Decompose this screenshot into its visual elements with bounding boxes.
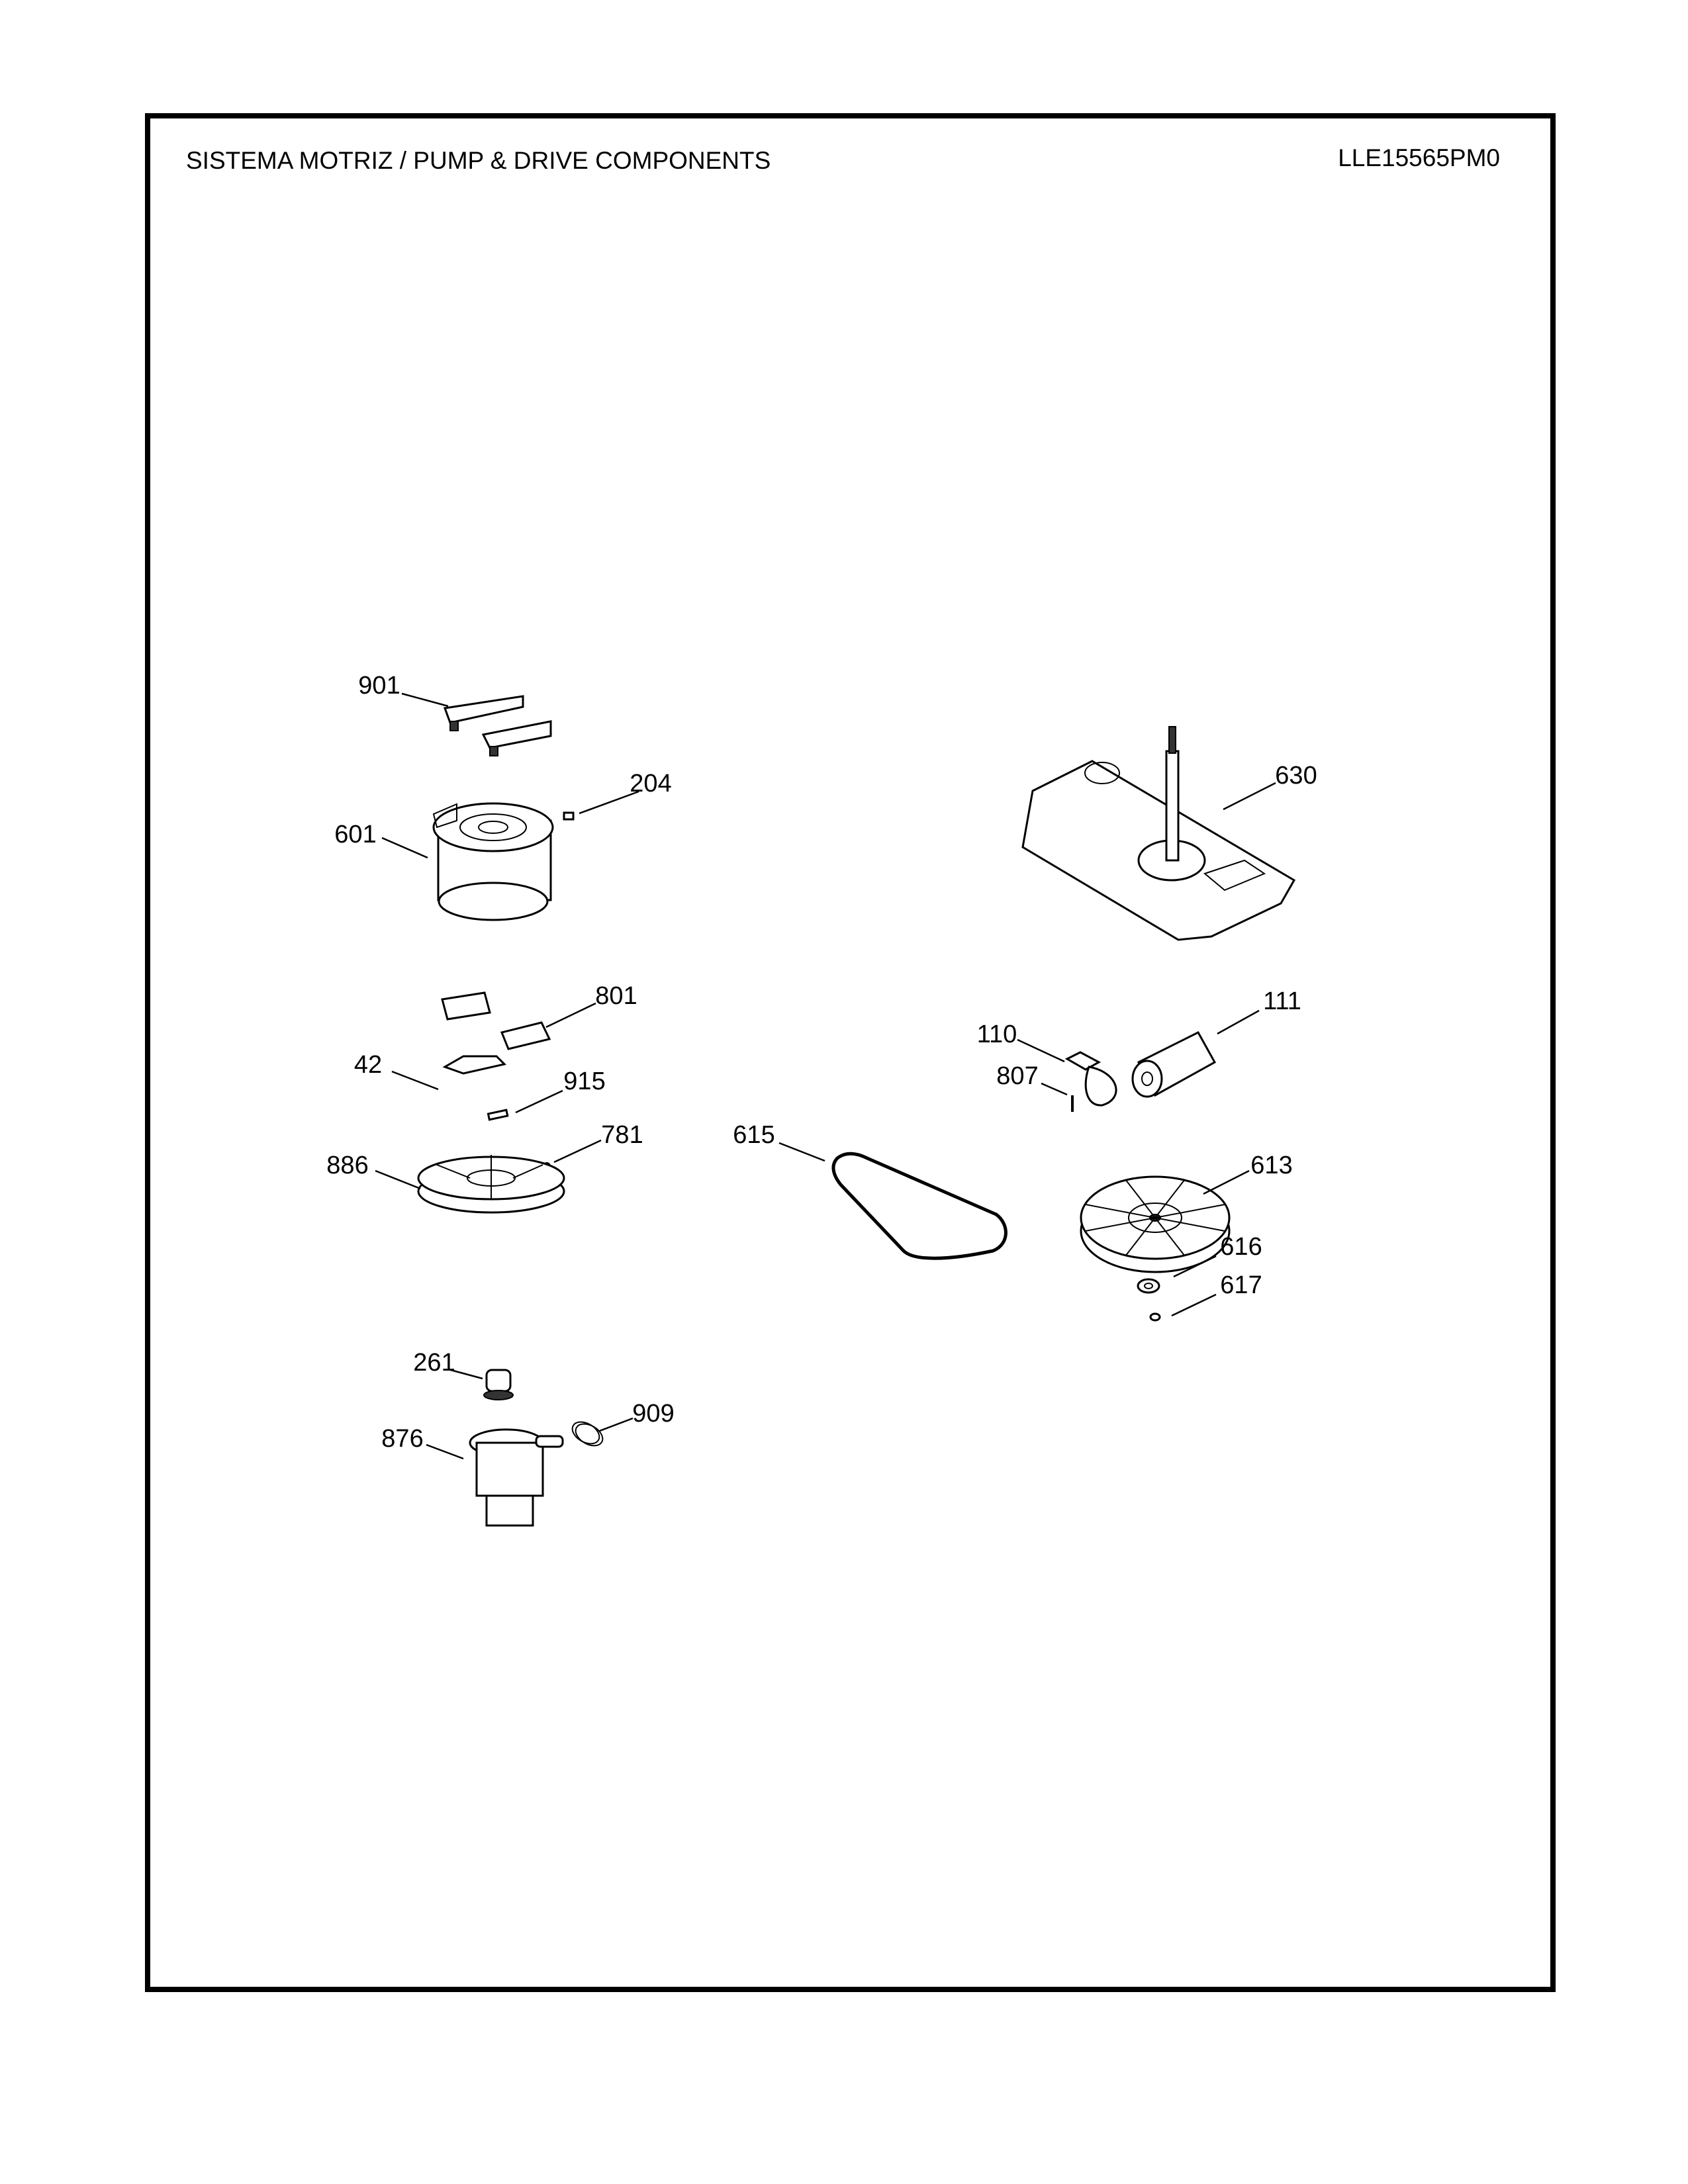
callout-876: 876 — [381, 1425, 423, 1453]
diagram-frame — [145, 113, 1556, 1992]
callout-615: 615 — [733, 1121, 774, 1149]
callout-807: 807 — [996, 1062, 1038, 1090]
callout-781: 781 — [601, 1121, 643, 1149]
part-615-drive-belt[interactable] — [831, 1152, 1008, 1260]
part-909-hose-clamp[interactable] — [569, 1418, 606, 1450]
page-title: SISTEMA MOTRIZ / PUMP & DRIVE COMPONENTS — [186, 147, 771, 174]
part-886-fan[interactable] — [417, 1155, 565, 1214]
callout-613: 613 — [1250, 1152, 1292, 1179]
callout-909: 909 — [632, 1400, 674, 1428]
part-204-clip[interactable] — [563, 811, 575, 821]
callout-111: 111 — [1263, 987, 1301, 1015]
part-630-transmission[interactable] — [1021, 726, 1296, 941]
leader-lines — [375, 692, 1276, 1460]
callout-886: 886 — [326, 1152, 368, 1179]
part-617-ring[interactable] — [1149, 1312, 1161, 1322]
part-601-motor[interactable] — [432, 802, 554, 921]
part-110-capacitor-strap[interactable] — [1064, 1051, 1117, 1107]
callout-616: 616 — [1220, 1233, 1262, 1261]
callout-630: 630 — [1275, 762, 1317, 790]
callout-801: 801 — [595, 982, 637, 1010]
model-number: LLE15565PM0 — [1338, 144, 1500, 171]
part-876-drain-pump[interactable] — [469, 1428, 564, 1527]
callout-42: 42 — [354, 1051, 382, 1079]
callout-110: 110 — [977, 1021, 1017, 1048]
callout-204: 204 — [630, 770, 671, 797]
part-261-filter[interactable] — [483, 1369, 514, 1400]
part-616-washer[interactable] — [1137, 1278, 1160, 1294]
part-42-bracket[interactable] — [442, 1055, 506, 1075]
callout-261: 261 — [413, 1349, 455, 1377]
callout-617: 617 — [1220, 1271, 1262, 1299]
callout-601: 601 — [334, 821, 376, 848]
part-901-mount-pads[interactable] — [443, 695, 552, 756]
part-613-pulley[interactable] — [1080, 1175, 1231, 1273]
part-801-plates[interactable] — [441, 991, 551, 1050]
callout-915: 915 — [563, 1068, 605, 1095]
part-111-capacitor[interactable] — [1131, 1031, 1217, 1098]
callout-901: 901 — [358, 672, 400, 700]
part-915-key[interactable] — [487, 1109, 509, 1121]
